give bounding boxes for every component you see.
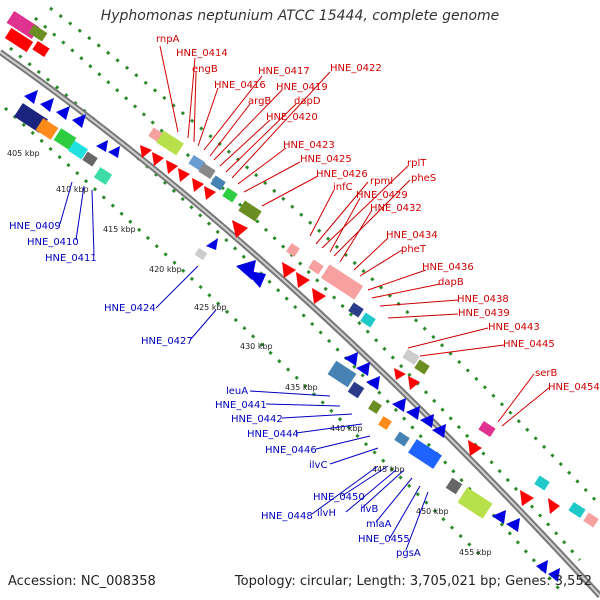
gene-label[interactable]: ilvC [309,460,327,471]
gene-label[interactable]: leuA [226,386,248,397]
gene-label[interactable]: rnpA [156,34,180,45]
gene-label[interactable]: HNE_0441 [215,400,267,411]
gene-label[interactable]: HNE_0422 [330,63,382,74]
forward-leaders [159,45,551,427]
gene-label[interactable]: HNE_0438 [457,294,509,305]
forward-features [4,10,599,528]
backbone [0,49,600,599]
reverse-gene-labels: HNE_0409 HNE_0410 HNE_0411 HNE_0424 HNE_… [9,221,421,559]
kbp-label: 430 kbp [240,342,273,351]
gene-label[interactable]: engB [192,64,218,75]
gene-label[interactable]: HNE_0424 [104,303,156,314]
kbp-label: 425 kbp [194,303,227,312]
gene-label[interactable]: HNE_0414 [176,48,228,59]
reverse-leaders [59,181,429,551]
gene-label[interactable]: HNE_0450 [313,492,365,503]
gene-label[interactable]: HNE_0439 [458,308,510,319]
gene-label[interactable]: HNE_0419 [276,82,328,93]
kbp-label: 445 kbp [372,465,405,474]
gene-label[interactable]: pheT [401,244,427,255]
gene-label[interactable]: rplT [407,158,427,169]
gene-label[interactable]: HNE_0409 [9,221,61,232]
reverse-features [14,90,560,582]
gene-label[interactable]: HNE_0417 [258,66,310,77]
gene-label[interactable]: dapB [438,277,464,288]
gene-label[interactable]: dapD [294,96,321,107]
gene-label[interactable]: HNE_0446 [265,445,317,456]
gene-label[interactable]: HNE_0448 [261,511,313,522]
gene-label[interactable]: HNE_0432 [370,203,422,214]
gene-label[interactable]: HNE_0426 [316,169,368,180]
gene-label[interactable]: HNE_0434 [386,230,438,241]
gene-label[interactable]: infC [333,182,353,193]
gene-label[interactable]: miaA [366,519,392,530]
gene-label[interactable]: HNE_0420 [266,112,318,123]
map-title: Hyphomonas neptunium ATCC 15444, complet… [100,8,500,24]
gene-label[interactable]: HNE_0423 [283,140,335,151]
forward-gene-labels: rnpA HNE_0414 engB HNE_0416 HNE_0417 arg… [156,34,600,393]
kbp-ruler: 405 kbp 410 kbp 415 kbp 420 kbp 425 kbp … [7,149,492,557]
gene-label[interactable]: ilvH [317,508,336,519]
gene-label[interactable]: pgsA [396,548,421,559]
kbp-label: 420 kbp [149,265,182,274]
gene-label[interactable]: HNE_0427 [141,336,193,347]
gene-label[interactable]: HNE_0443 [488,322,540,333]
kbp-label: 405 kbp [7,149,40,158]
tick-tracks [4,6,600,591]
gene-label[interactable]: serB [535,368,557,379]
gene-label[interactable]: HNE_0436 [422,262,474,273]
kbp-label: 450 kbp [416,507,449,516]
kbp-label: 440 kbp [330,424,363,433]
gene-label[interactable]: argB [248,96,271,107]
accession-text: Accession: NC_008358 [8,574,156,589]
gene-label[interactable]: HNE_0444 [247,429,299,440]
gene-label[interactable]: HNE_0455 [358,534,410,545]
gene-label[interactable]: ilvB [360,504,378,515]
genome-summary-text: Topology: circular; Length: 3,705,021 bp… [234,574,592,589]
gene-label[interactable]: HNE_0410 [27,237,79,248]
kbp-label: 415 kbp [103,225,136,234]
gene-label[interactable]: HNE_0416 [214,80,266,91]
gene-label[interactable]: HNE_0411 [45,253,97,264]
kbp-label: 435 kbp [285,383,318,392]
gene-label[interactable]: HNE_0429 [356,190,408,201]
gene-label[interactable]: HNE_0425 [300,154,352,165]
kbp-label: 455 kbp [459,548,492,557]
gene-label[interactable]: rpmI [370,176,393,187]
gene-label[interactable]: HNE_0442 [231,414,283,425]
gene-label[interactable]: pheS [411,173,436,184]
gene-label[interactable]: HNE_0445 [503,339,555,350]
gene-label[interactable]: HNE_0454 [548,382,600,393]
kbp-label: 410 kbp [56,185,89,194]
